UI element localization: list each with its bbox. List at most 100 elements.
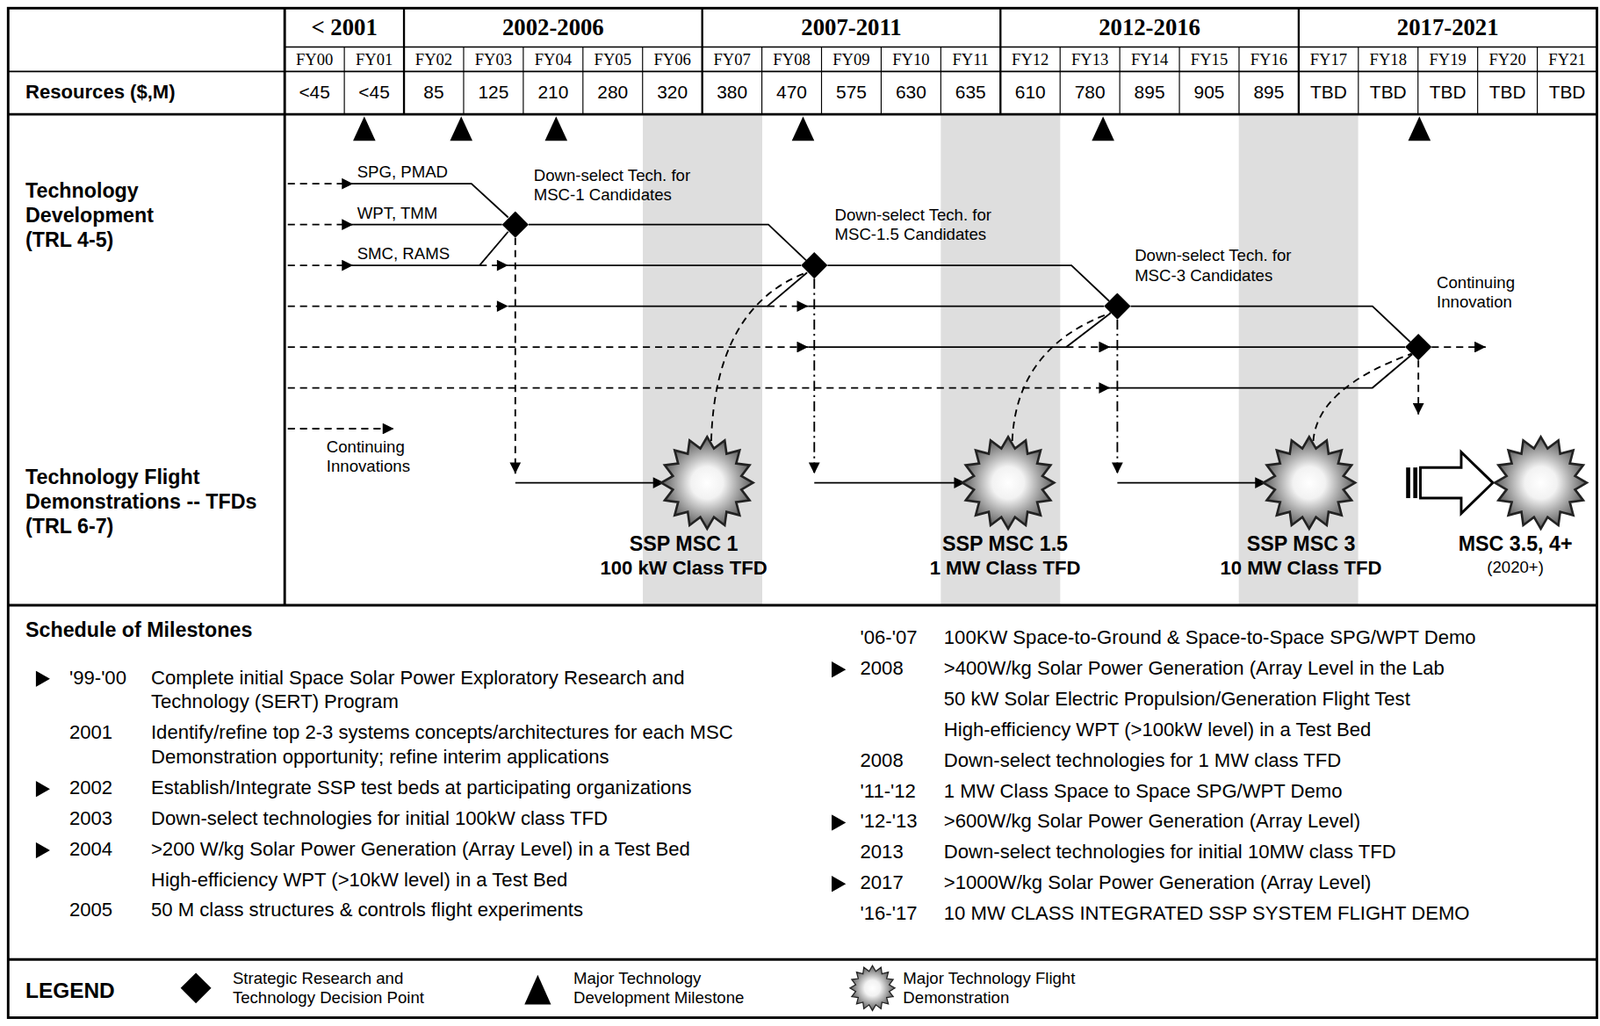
track-label: WPT, TMM (357, 202, 439, 223)
milestone-year: '12-'13 (860, 808, 945, 834)
grid-line (1059, 46, 1061, 115)
milestone-row: '11-'121 MW Class Space to Space SPG/WPT… (829, 778, 1578, 804)
decision-diamond: Down-select Tech. for MSC-1 Candidates (502, 211, 529, 238)
period-header: < 2001 (310, 13, 377, 42)
marker-cell (33, 898, 70, 923)
connector-line (1117, 482, 1267, 484)
flight-demo-star: SSP MSC 1.51 MW Class TFD (962, 436, 1055, 529)
resource-value: TBD (1310, 81, 1348, 104)
milestone-row: 2008>400W/kg Solar Power Generation (Arr… (829, 655, 1578, 681)
demo-label: SSP MSC 1.51 MW Class TFD (929, 533, 1082, 580)
milestone-row: 2013Down-select technologies for initial… (829, 839, 1578, 865)
milestone-row: 2017>1000W/kg Solar Power Generation (Ar… (829, 870, 1578, 895)
decision-label: Down-select Tech. for MSC-1.5 Candidates (835, 205, 1024, 245)
milestone-row: 2001Identify/refine top 2-3 systems conc… (33, 720, 779, 770)
fiscal-year: FY03 (475, 49, 512, 69)
fiscal-year: FY17 (1310, 49, 1348, 69)
milestone-text: Establish/Integrate SSP test beds at par… (151, 775, 779, 800)
flight-demo-star: SSP MSC 1100 kW Class TFD (661, 436, 754, 529)
milestone-text: >600W/kg Solar Power Generation (Array L… (944, 808, 1577, 834)
milestone-marker (831, 814, 846, 831)
grid-line (940, 46, 942, 115)
resource-value: 380 (716, 81, 748, 104)
milestone-text: High-efficiency WPT (>100kW level) in a … (944, 717, 1577, 743)
legend-text: Major Technology Development Milestone (573, 968, 768, 1008)
milestone-text: >400W/kg Solar Power Generation (Array L… (944, 655, 1577, 681)
diamond-shape (502, 211, 529, 238)
decision-label: Down-select Tech. for MSC-1 Candidates (533, 165, 723, 204)
grid (7, 7, 1597, 1017)
milestone-text: Down-select technologies for initial 10M… (944, 839, 1577, 865)
fiscal-year: FY16 (1250, 49, 1288, 69)
demo-text: SSP MSC 3 (1220, 533, 1383, 557)
resource-value: 905 (1194, 81, 1226, 104)
resource-value: 210 (537, 81, 569, 104)
connector (1012, 312, 1111, 441)
decision-text: Down-select Tech. for MSC-3 Candidates (1134, 245, 1324, 285)
period-header: 2012-2016 (1098, 13, 1201, 42)
milestone-row: 2002Establish/Integrate SSP test beds at… (33, 775, 779, 800)
fiscal-year: FY07 (713, 49, 750, 69)
marker-cell (33, 867, 70, 893)
marker-cell (33, 775, 70, 800)
fiscal-year: FY02 (415, 49, 453, 69)
track-label: SMC, RAMS (357, 244, 450, 264)
connector-line (1012, 312, 1111, 441)
marker-cell (829, 717, 861, 743)
marker-cell (33, 806, 70, 831)
grid-line (522, 46, 524, 115)
marker-cell (829, 808, 861, 834)
marker-cell (829, 686, 861, 712)
milestone-column: '99-'00Complete initial Space Solar Powe… (33, 665, 779, 930)
legend-text: Strategic Research and Technology Decisi… (232, 968, 453, 1008)
note: Continuing Innovations (326, 436, 445, 476)
shaded-band (940, 114, 1060, 606)
connector (711, 272, 808, 441)
resource-value: 125 (477, 81, 509, 104)
fiscal-year: FY20 (1488, 49, 1526, 69)
legend-diamond (180, 972, 212, 1003)
resource-value: 630 (895, 81, 927, 104)
milestone-row: 2003Down-select technologies for initial… (33, 806, 779, 831)
grid-line (761, 46, 763, 115)
milestone-marker (36, 842, 51, 859)
connector-line (814, 482, 966, 484)
period-header: 2017-2021 (1397, 13, 1500, 42)
resource-value: 635 (955, 81, 987, 104)
milestone-year: 2002 (69, 775, 152, 800)
connector-line (1130, 306, 1410, 343)
flight-demo-star: MSC 3.5, 4+(2020+) (1494, 436, 1587, 529)
grid-line (403, 7, 405, 115)
milestone-year: 2003 (69, 806, 152, 831)
fiscal-year: FY11 (951, 49, 989, 69)
section-heading: Schedule of Milestones (25, 617, 253, 642)
grid-line (1536, 46, 1538, 115)
milestone-marker (36, 780, 51, 798)
milestone-row: High-efficiency WPT (>10kW level) in a T… (33, 867, 779, 893)
diamond-shape (800, 252, 828, 279)
demo-label: MSC 3.5, 4+(2020+) (1458, 533, 1573, 578)
fiscal-year: FY01 (355, 49, 393, 69)
grid-line (1238, 46, 1240, 115)
starburst (962, 436, 1055, 529)
demo-text: (2020+) (1458, 555, 1573, 577)
flight-demo-star: SSP MSC 310 MW Class TFD (1263, 436, 1356, 529)
milestone-text: Complete initial Space Solar Power Explo… (151, 665, 779, 715)
fiscal-year: FY14 (1131, 49, 1168, 69)
milestone-row: 2004>200 W/kg Solar Power Generation (Ar… (33, 836, 779, 862)
fiscal-year: FY12 (1011, 49, 1049, 69)
decision-diamond: Down-select Tech. for MSC-3 Candidates (1103, 292, 1131, 319)
milestone-year: 2004 (69, 836, 152, 862)
resource-value: 85 (423, 81, 444, 104)
solid-tracks (353, 183, 1413, 388)
milestone-year: 2001 (69, 720, 152, 770)
marker-cell (33, 665, 70, 691)
milestone-text: >1000W/kg Solar Power Generation (Array … (944, 870, 1577, 895)
track-label: SPG, PMAD (357, 162, 448, 182)
resource-value: TBD (1549, 81, 1586, 104)
fiscal-year: FY08 (772, 49, 810, 69)
milestone-row: 50 kW Solar Electric Propulsion/Generati… (829, 686, 1578, 712)
milestone-text: 100KW Space-to-Ground & Space-to-Space S… (944, 625, 1577, 650)
diamond-shape (1103, 292, 1131, 319)
connector (827, 265, 1110, 302)
